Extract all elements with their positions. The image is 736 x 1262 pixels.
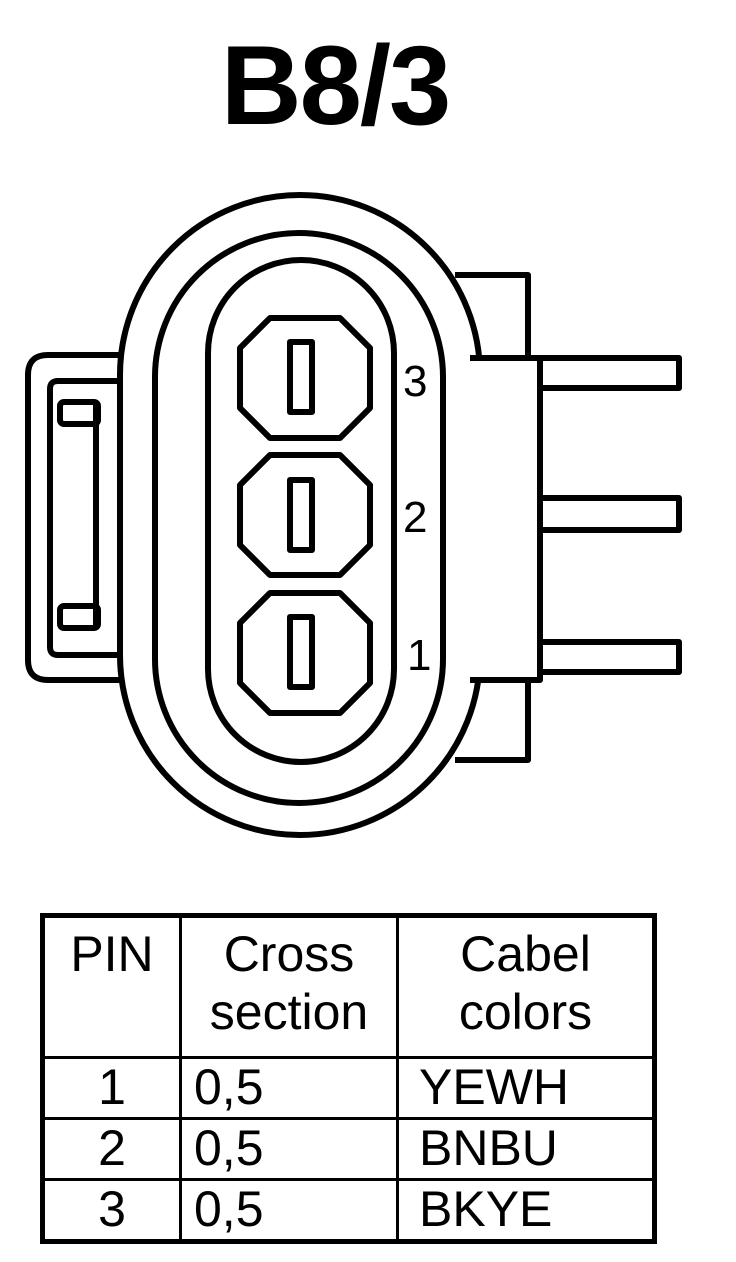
latch-notch-bottom xyxy=(57,603,101,631)
contact-slot-1 xyxy=(287,614,315,690)
pin-label-2: 2 xyxy=(403,493,427,542)
contact-slot-2 xyxy=(287,477,315,553)
pin-label-3: 3 xyxy=(403,357,427,406)
cell-cross-section: 0,5 xyxy=(179,1178,399,1243)
table-row: 3 0,5 BKYE xyxy=(41,1178,656,1243)
table-row: 2 0,5 BNBU xyxy=(41,1117,656,1181)
header-cross-section: Cross section xyxy=(179,914,399,1059)
cavity-2 xyxy=(237,452,373,578)
cell-pin: 1 xyxy=(41,1056,182,1120)
pin-assignment-table: PIN Cross section Cabel colors 1 0,5 YEW… xyxy=(40,913,657,1244)
cell-cross-section: 0,5 xyxy=(179,1056,399,1120)
terminal-lead-1 xyxy=(540,639,682,675)
cell-cross-section: 0,5 xyxy=(179,1117,399,1181)
cell-cable-color: BKYE xyxy=(396,1178,656,1243)
table-header-row: PIN Cross section Cabel colors xyxy=(41,914,656,1059)
cavity-1 xyxy=(237,590,373,716)
left-lock-tab xyxy=(25,352,156,683)
cavity-frame xyxy=(205,257,397,765)
terminal-lead-3 xyxy=(540,355,682,391)
terminal-lead-2 xyxy=(540,495,682,533)
table-row: 1 0,5 YEWH xyxy=(41,1056,656,1120)
contact-slot-3 xyxy=(287,339,315,415)
cavity-3 xyxy=(237,315,373,441)
connector-drawing: 3 2 1 xyxy=(25,192,682,838)
pin-label-1: 1 xyxy=(407,631,431,680)
connector-title: B8/3 xyxy=(220,23,452,148)
cell-pin: 3 xyxy=(41,1178,182,1243)
pin-header-body xyxy=(470,355,543,683)
latch-notch-top xyxy=(57,399,101,427)
left-lock-tab-inner xyxy=(47,378,156,658)
header-pin: PIN xyxy=(41,914,182,1059)
cell-pin: 2 xyxy=(41,1117,182,1181)
cell-cable-color: BNBU xyxy=(396,1117,656,1181)
cell-cable-color: YEWH xyxy=(396,1056,656,1120)
header-cable-colors: Cabel colors xyxy=(396,914,656,1059)
inner-housing-ring xyxy=(152,230,446,806)
